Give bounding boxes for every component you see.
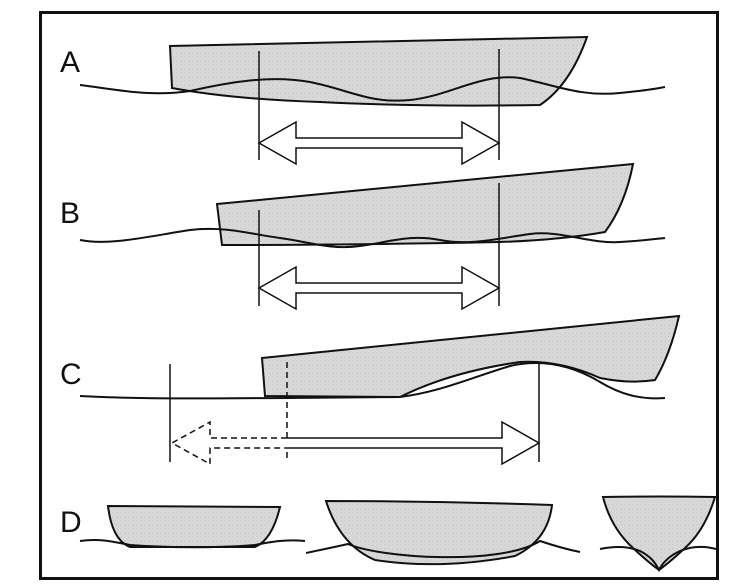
row-d xyxy=(79,495,717,573)
hull-b xyxy=(215,162,635,247)
length-arrow-a xyxy=(257,120,501,166)
wave-c xyxy=(79,362,666,400)
section-flat-bottom xyxy=(106,504,282,548)
section-v-bottom xyxy=(601,495,717,572)
wave-d-middle xyxy=(305,539,581,559)
length-arrow-dashed-c xyxy=(170,420,287,466)
row-a xyxy=(79,35,666,166)
hull-c xyxy=(260,314,681,399)
wave-b xyxy=(79,227,666,249)
wave-a xyxy=(79,76,666,102)
row-label-c: C xyxy=(60,358,82,391)
section-round-bottom xyxy=(324,499,554,566)
wave-d-right xyxy=(599,545,717,573)
hull-a xyxy=(168,35,589,107)
diagram-frame xyxy=(39,11,719,580)
row-label-a: A xyxy=(60,46,81,79)
row-label-d: D xyxy=(60,506,82,539)
wave-d-left xyxy=(79,538,306,549)
row-b xyxy=(79,162,666,311)
row-c xyxy=(79,314,681,466)
length-arrow-c xyxy=(287,420,541,466)
row-label-b: B xyxy=(60,197,81,230)
length-arrow-b xyxy=(257,265,501,311)
